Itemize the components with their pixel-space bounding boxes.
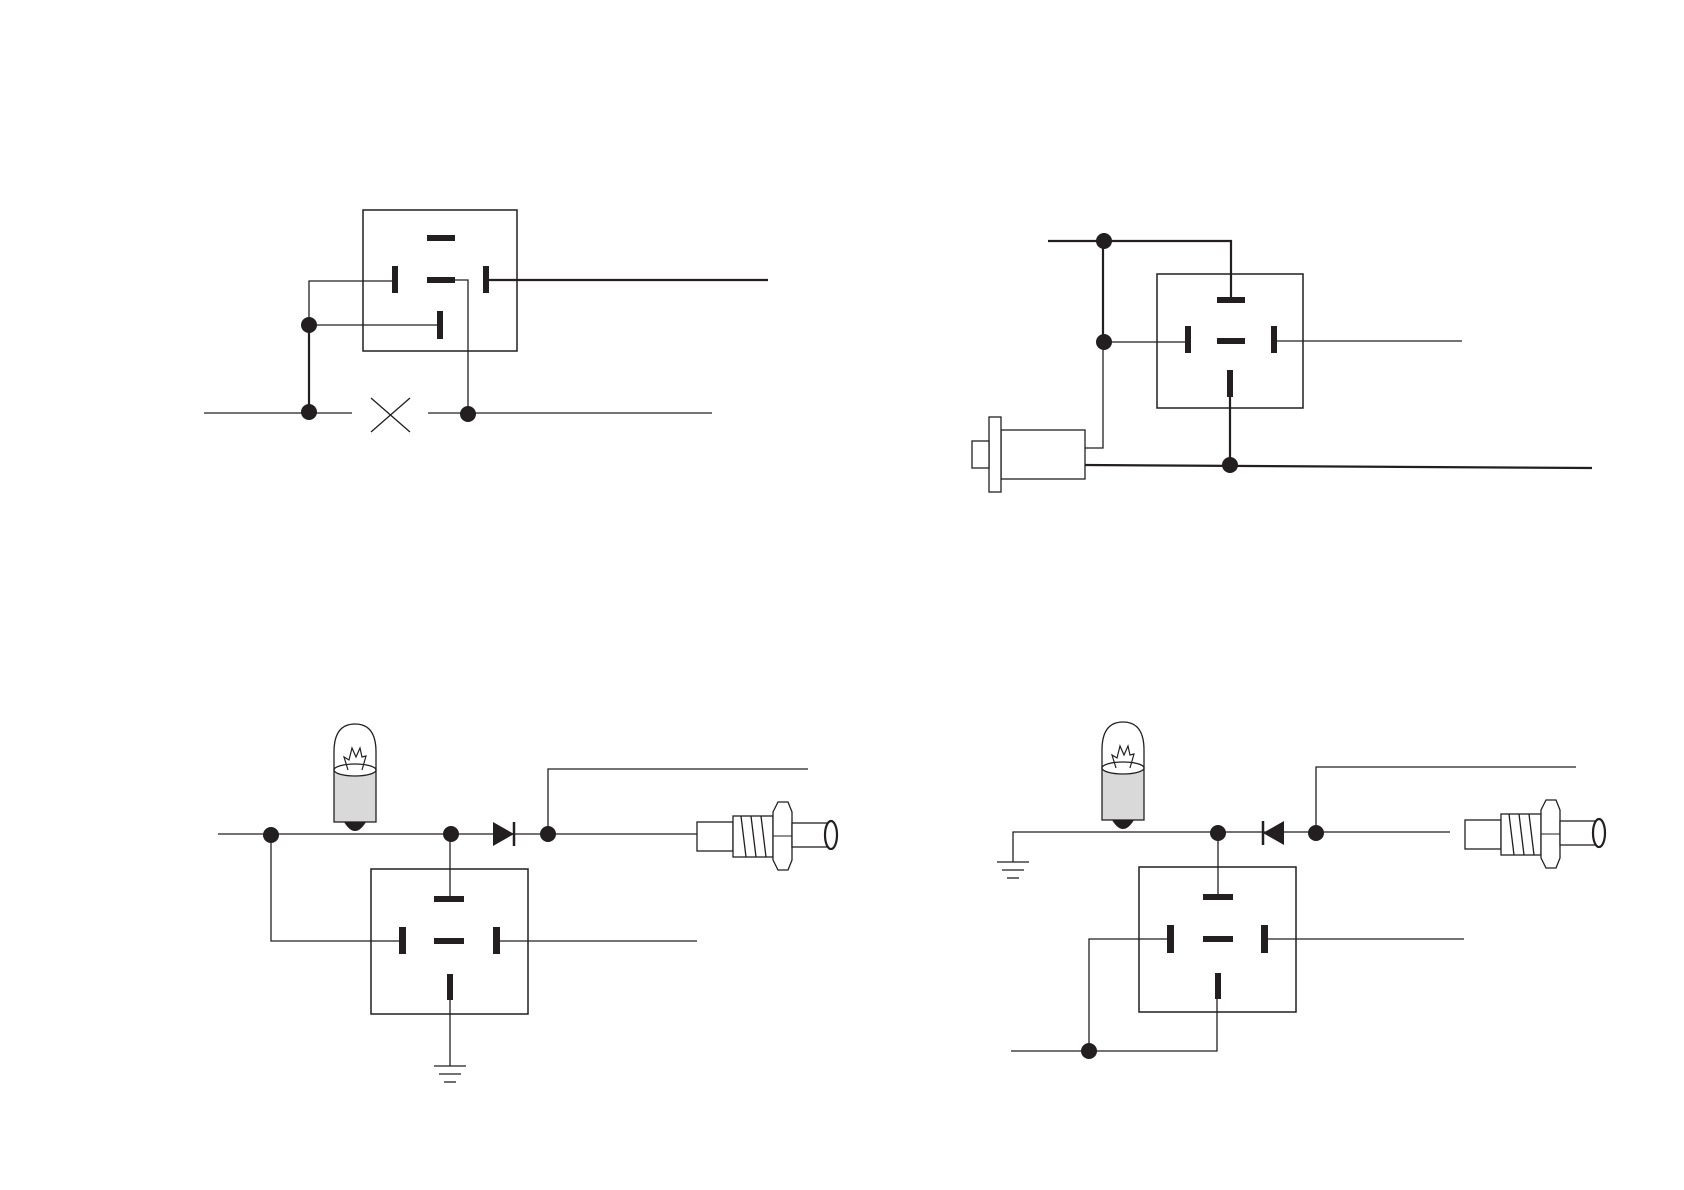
lamp-icon: [1102, 722, 1144, 829]
junction-dot: [540, 826, 556, 842]
junction-dot: [1210, 825, 1226, 841]
wire: [455, 280, 468, 413]
relay-terminal-bottom: [1215, 973, 1221, 999]
input-wire: [1011, 999, 1217, 1051]
relay-terminal-top: [427, 235, 455, 241]
relay-terminal-right: [493, 927, 500, 954]
main-wire: [1013, 832, 1450, 862]
lamp-icon: [334, 724, 376, 831]
push-switch: [972, 417, 1085, 492]
relay-terminal-center: [427, 277, 455, 283]
relay-terminal-bottom: [447, 974, 453, 1000]
pressure-sender-icon: [697, 802, 837, 870]
relay-terminal-center: [1203, 936, 1233, 942]
wire: [1085, 342, 1103, 448]
ground-icon: [997, 862, 1029, 878]
junction-dot: [263, 827, 279, 843]
junction-dot: [1308, 825, 1324, 841]
wire: [309, 281, 392, 325]
relay-terminal-right: [483, 266, 489, 293]
relay-terminal-bottom: [1227, 370, 1233, 397]
relay-terminal-left: [399, 927, 406, 954]
relay-circuit-top-right: [972, 233, 1592, 492]
junction-dot: [301, 404, 317, 420]
relay-terminal-center: [434, 938, 464, 944]
relay-terminal-center: [1217, 338, 1245, 344]
relay-terminal-top: [1203, 894, 1233, 900]
relay-terminal-top: [434, 896, 464, 902]
junction-dot: [460, 406, 476, 422]
relay-circuit-top-left: [204, 210, 768, 432]
junction-dot: [443, 826, 459, 842]
pressure-sender-icon: [1465, 800, 1605, 868]
relay-terminal-right: [1271, 326, 1277, 353]
cross-break-symbol: [371, 398, 410, 432]
diode-icon: [493, 822, 514, 846]
diode-icon: [1263, 821, 1284, 845]
relay-terminal-left: [392, 266, 398, 293]
relay-circuit-bottom-left: [218, 724, 837, 1082]
junction-dot: [301, 317, 317, 333]
wire: [271, 834, 399, 941]
relay-terminal-bottom: [437, 311, 443, 339]
relay-terminal-top: [1217, 297, 1245, 303]
ground-icon: [434, 1066, 466, 1082]
relay-terminal-left: [1167, 925, 1174, 953]
junction-dot: [1222, 457, 1238, 473]
junction-dot: [1096, 334, 1112, 350]
relay-terminal-right: [1261, 925, 1268, 953]
junction-dot: [1081, 1043, 1097, 1059]
relay-circuit-bottom-right: [997, 722, 1605, 1059]
supply-wire: [1048, 241, 1231, 297]
junction-dot: [1096, 233, 1112, 249]
ground-wire: [1085, 465, 1592, 468]
wire: [1089, 939, 1167, 1051]
relay-terminal-left: [1185, 326, 1191, 353]
